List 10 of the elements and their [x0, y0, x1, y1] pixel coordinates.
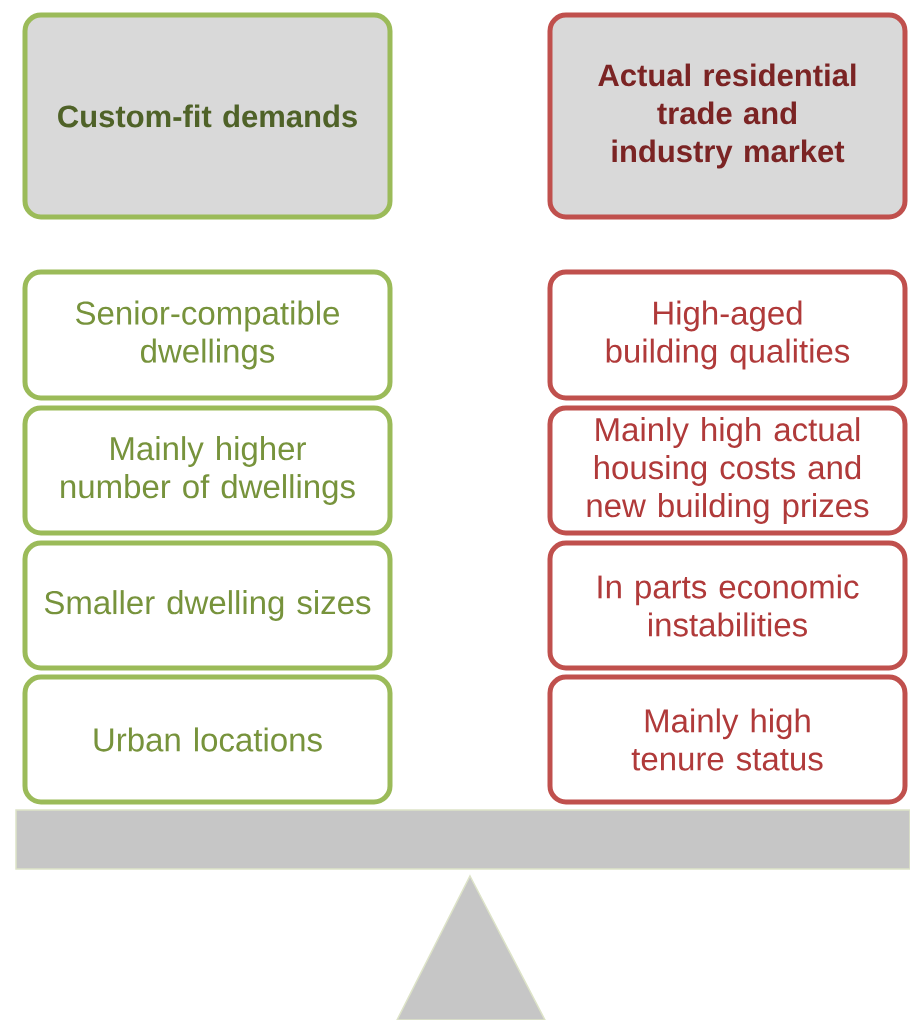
item-box: Smaller dwelling sizes: [22, 540, 393, 671]
item-box: In parts economic instabilities: [547, 540, 908, 671]
item-box: Urban locations: [22, 674, 393, 805]
item-box: Mainly higher number of dwellings: [22, 405, 393, 536]
item-box: Mainly high actual housing costs and new building prizes: [547, 405, 908, 536]
item-box: Senior-compatible dwellings: [22, 269, 393, 401]
item-box: Mainly high tenure status: [547, 674, 908, 805]
header-box: Custom-fit demands: [22, 12, 393, 220]
item-box: High-aged building qualities: [547, 269, 908, 401]
header-box: Actual residential trade and industry market: [547, 12, 908, 220]
